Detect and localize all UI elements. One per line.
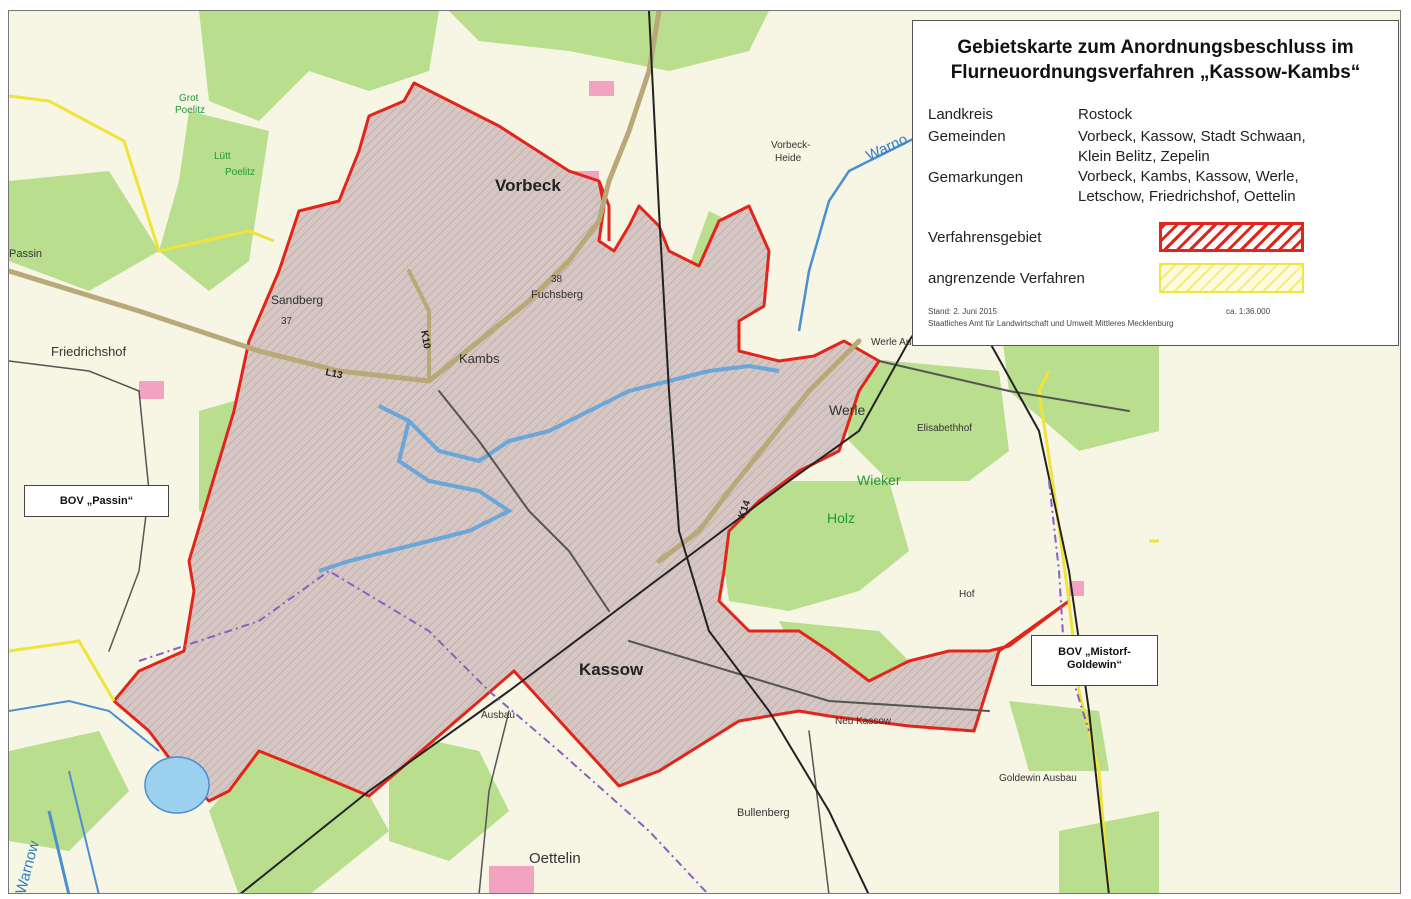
meandering-river	[318, 363, 780, 573]
label-luett-1: Lütt	[214, 151, 231, 162]
legend-title-line-2: Flurneuordnungsverfahren „Kassow-Kambs“	[950, 62, 1361, 83]
legend-scale: ca. 1:36.000	[1226, 307, 1271, 316]
railway-lines	[239, 11, 1110, 893]
legend-verfahrensgebiet-symbol	[1159, 222, 1304, 252]
municipal-boundary-2	[1048, 480, 1090, 732]
map-legend: Gebietskarte zum Anordnungsbeschluss im …	[912, 20, 1399, 346]
legend-gemeinden-value-2: Klein Belitz, Zepelin	[1078, 148, 1210, 165]
label-road-l13: L13	[324, 367, 344, 381]
label-fuchsberg: Fuchsberg	[531, 289, 583, 301]
legend-verfahrensgebiet-label: Verfahrensgebiet	[928, 229, 1042, 246]
label-vorbeck-heide-2: Heide	[775, 153, 802, 164]
label-neu-kassow: Neu Kassow	[835, 716, 892, 727]
label-kassow: Kassow	[579, 660, 644, 679]
label-elisabethhof: Elisabethhof	[917, 423, 972, 434]
label-ausbau: Ausbau	[481, 710, 515, 721]
bov-passin-label: BOV „Passin“	[24, 485, 169, 517]
project-area-spur	[597, 180, 611, 241]
label-wieker: Wieker	[857, 472, 901, 488]
legend-gemarkungen-value-2: Letschow, Friedrichshof, Oettelin	[1078, 188, 1296, 205]
bov-mistorf-label: BOV „Mistorf- Goldewin“	[1031, 635, 1158, 686]
legend-landkreis-value: Rostock	[1078, 106, 1133, 123]
label-oettelin: Oettelin	[529, 850, 581, 867]
label-friedrichshof: Friedrichshof	[51, 344, 127, 359]
label-goldewin-ausbau: Goldewin Ausbau	[999, 773, 1077, 784]
label-werle-ausbau: Werle Ausbau	[871, 337, 933, 348]
label-holz: Holz	[827, 510, 855, 526]
label-vorbeck-heide-1: Vorbeck-	[771, 140, 810, 151]
legend-angrenzende-label: angrenzende Verfahren	[928, 270, 1085, 287]
project-area-boundary	[112, 81, 1071, 803]
label-road-k10: K10	[418, 330, 432, 350]
label-fuchsberg-height: 38	[551, 274, 563, 285]
legend-title-line-1: Gebietskarte zum Anordnungsbeschluss im	[957, 37, 1354, 58]
water-bodies	[9, 699, 210, 893]
legend-gemarkungen-value-1: Vorbeck, Kambs, Kassow, Werle,	[1078, 168, 1299, 185]
legend-gemeinden-value-1: Vorbeck, Kassow, Stadt Schwaan,	[1078, 128, 1306, 145]
map-frame: Vorbeck Kambs Kassow Werle Werle Ausbau …	[8, 10, 1401, 894]
label-sandberg-height: 37	[281, 316, 293, 327]
label-passin: Passin	[9, 248, 42, 260]
municipal-boundary	[138, 569, 709, 893]
label-kambs: Kambs	[459, 351, 500, 366]
label-bullenberg: Bullenberg	[737, 807, 790, 819]
legend-gemarkungen-label: Gemarkungen	[928, 169, 1024, 186]
legend-landkreis-label: Landkreis	[928, 106, 994, 123]
label-vorbeck: Vorbeck	[495, 176, 561, 195]
legend-title: Gebietskarte zum Anordnungsbeschluss im …	[913, 35, 1398, 85]
bov-mistorf-line-2: Goldewin“	[1067, 659, 1122, 671]
legend-stand: Stand: 2. Juni 2015	[928, 307, 997, 316]
place-labels: Vorbeck Kambs Kassow Werle Werle Ausbau …	[9, 93, 1077, 893]
label-grot-2: Poelitz	[175, 105, 205, 116]
label-sandberg: Sandberg	[271, 293, 323, 307]
label-hof: Hof	[959, 589, 975, 600]
roads	[9, 11, 1130, 893]
label-grot-1: Grot	[179, 93, 199, 104]
river-warnow-upper	[797, 119, 950, 332]
legend-agency: Staatliches Amt für Landwirtschaft und U…	[928, 319, 1174, 328]
bov-mistorf-line-1: BOV „Mistorf-	[1058, 646, 1131, 658]
label-luett-2: Poelitz	[225, 167, 255, 178]
legend-angrenzende-symbol	[1159, 263, 1304, 293]
label-werle: Werle	[829, 402, 866, 418]
legend-gemeinden-label: Gemeinden	[928, 128, 1006, 145]
